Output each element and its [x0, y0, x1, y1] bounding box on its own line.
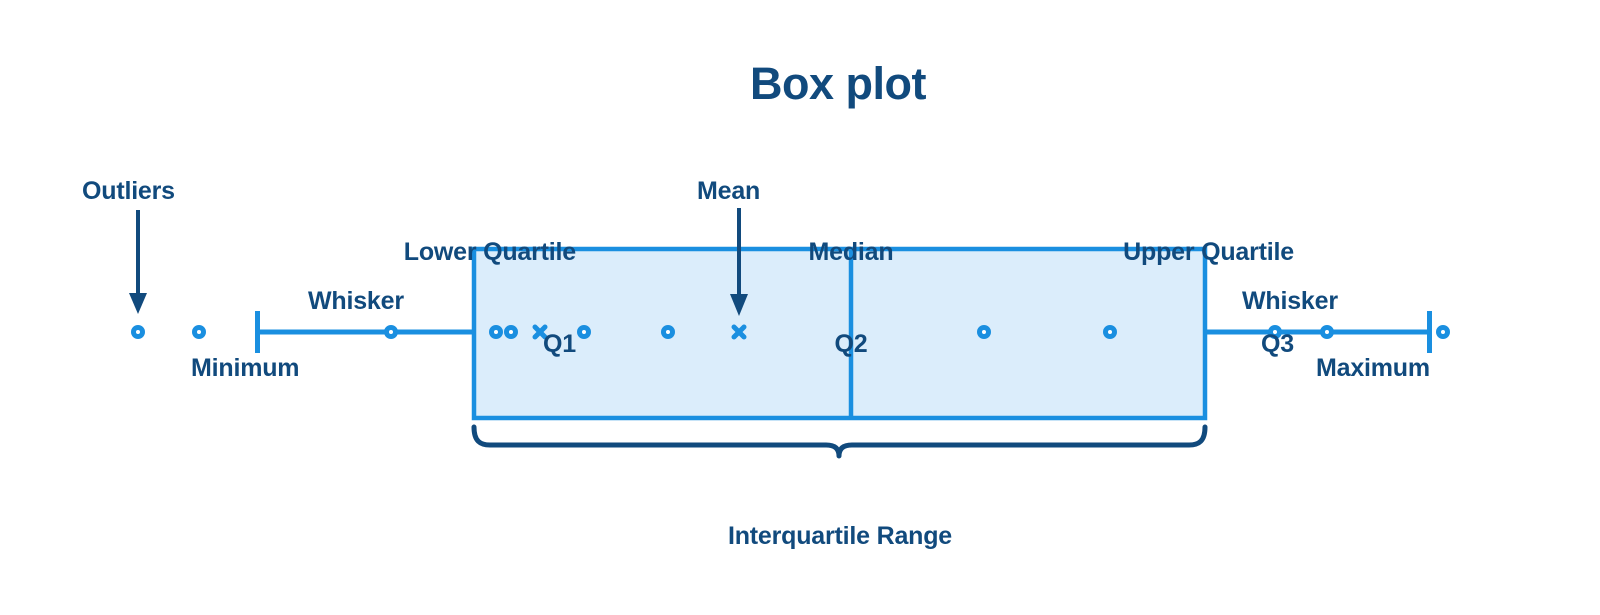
label-iqr-code: IQR [440, 613, 1240, 615]
label-outliers: Outliers [82, 177, 175, 205]
label-lower-quartile-code: Q1 [543, 329, 576, 358]
mean-arrow-head [730, 294, 748, 316]
cross-markers [532, 324, 747, 340]
outliers-arrow [129, 210, 147, 314]
label-whisker-left: Whisker [308, 287, 404, 315]
cross-marker [532, 324, 548, 340]
data-point [1320, 325, 1334, 339]
data-point [1103, 325, 1117, 339]
mean-cross-marker [731, 324, 747, 340]
label-minimum: Minimum [191, 354, 300, 382]
label-lower-quartile-text: Lower Quartile [403, 238, 576, 266]
label-median-text: Median [808, 238, 894, 266]
label-whisker-right: Whisker [1242, 287, 1338, 315]
data-point [504, 325, 518, 339]
data-point [1268, 325, 1282, 339]
data-point [661, 325, 675, 339]
outlier-point [131, 325, 145, 339]
label-interquartile-range: Interquartile Range IQR [440, 460, 1240, 615]
outliers-arrow-head [129, 293, 147, 314]
data-point [489, 325, 503, 339]
label-median: Median Q2 [788, 176, 914, 420]
data-point [977, 325, 991, 339]
page-title: Box plot [750, 58, 926, 109]
data-point-markers [131, 325, 1450, 339]
label-upper-quartile-code: Q3 [1261, 329, 1294, 358]
label-mean: Mean [697, 177, 761, 205]
whisker-right-group [1205, 311, 1432, 353]
data-point [384, 325, 398, 339]
label-upper-quartile-text: Upper Quartile [1123, 238, 1294, 266]
label-iqr-text: Interquartile Range [727, 522, 953, 550]
outlier-point [1436, 325, 1450, 339]
label-upper-quartile: Upper Quartile Q3 [1010, 176, 1294, 420]
data-point [577, 325, 591, 339]
outlier-point [192, 325, 206, 339]
whisker-left-group [255, 311, 474, 353]
iqr-brace [471, 424, 1208, 459]
label-maximum: Maximum [1316, 354, 1430, 382]
label-lower-quartile: Lower Quartile Q1 [315, 176, 576, 420]
mean-arrow [730, 208, 748, 316]
iqr-box [471, 246, 1208, 421]
label-median-code: Q2 [834, 329, 868, 358]
